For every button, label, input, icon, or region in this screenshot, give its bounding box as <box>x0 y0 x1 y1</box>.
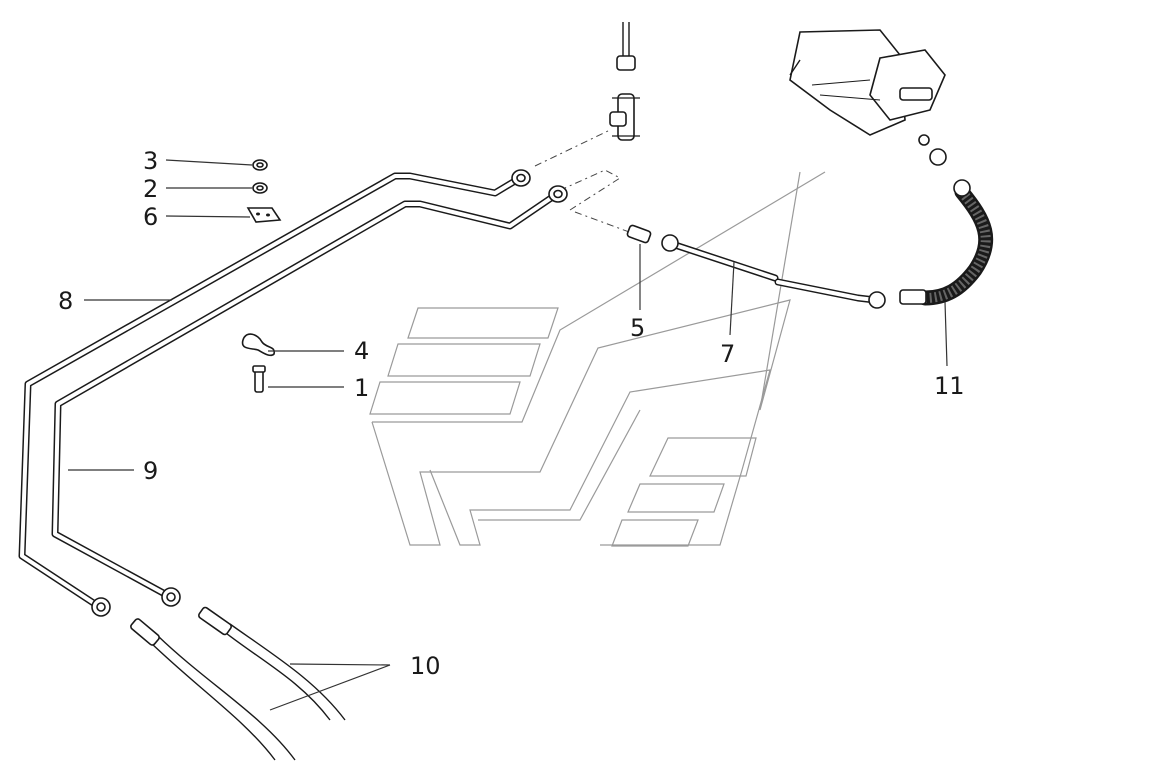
pipe-nut-upper-9 <box>548 185 568 203</box>
callout-7: 7 <box>720 340 735 368</box>
bolt-1 <box>252 365 266 393</box>
washer-2 <box>252 182 268 194</box>
hoses-10 <box>130 606 346 761</box>
callout-10: 10 <box>410 652 441 680</box>
hose-11 <box>899 179 994 306</box>
valve-assembly <box>789 29 947 166</box>
pipe-nut-lower-8 <box>91 597 111 617</box>
leader-lines <box>68 159 948 711</box>
watermark-logo <box>369 171 826 547</box>
brake-pipe-8 <box>18 172 524 608</box>
callout-6: 6 <box>143 203 158 231</box>
callout-11: 11 <box>934 372 965 400</box>
callout-1: 1 <box>354 374 369 402</box>
nut-3 <box>252 159 268 171</box>
clip-4 <box>241 333 276 357</box>
pipe-nut-upper-8 <box>511 169 531 187</box>
fitting-5 <box>626 224 652 310</box>
callout-8: 8 <box>58 287 73 315</box>
pipe-7 <box>661 234 886 309</box>
callout-4: 4 <box>354 337 369 365</box>
tee-fitting <box>609 22 640 141</box>
callout-5: 5 <box>630 314 645 342</box>
callout-labels: 3 2 6 8 4 1 5 7 11 9 10 <box>58 147 965 680</box>
pipe-nut-lower-9 <box>161 587 181 607</box>
clamp-plate-6 <box>246 207 282 223</box>
callout-3: 3 <box>143 147 158 175</box>
callout-9: 9 <box>143 457 158 485</box>
brake-pipe-9 <box>51 190 561 598</box>
assembly-dash-lines <box>534 129 641 237</box>
callout-2: 2 <box>143 175 158 203</box>
